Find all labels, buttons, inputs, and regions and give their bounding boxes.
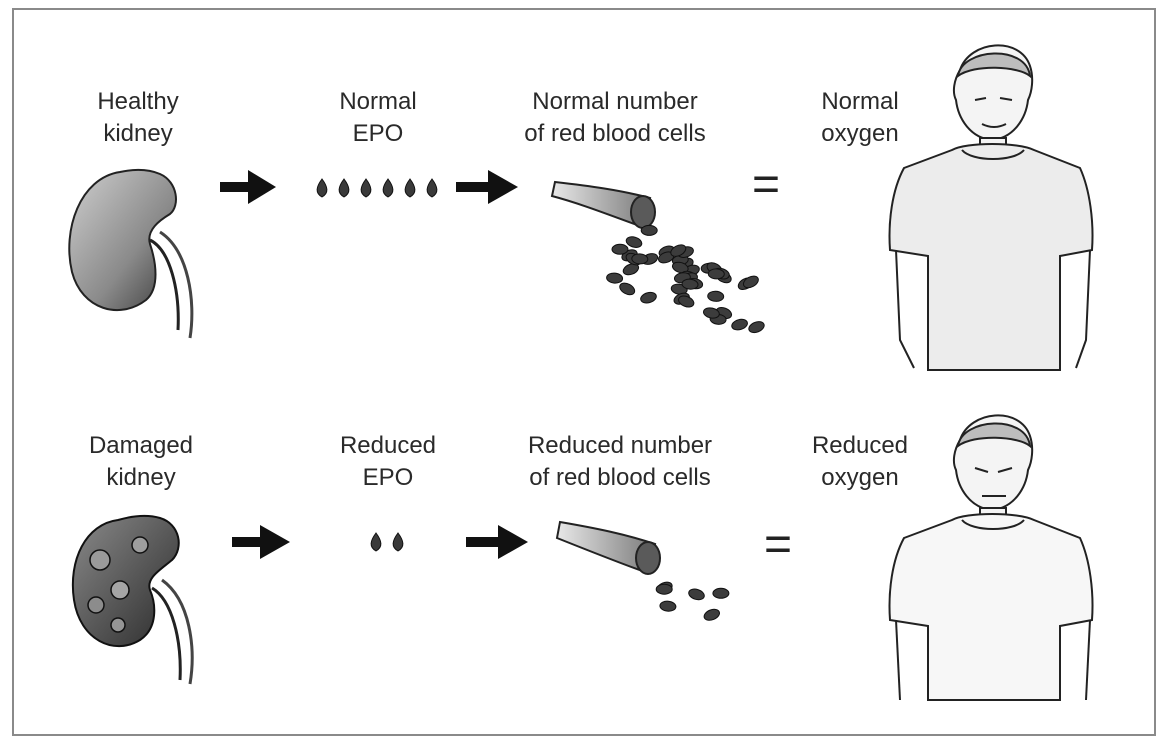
red-blood-cell bbox=[640, 224, 658, 236]
person-normal-oxygen-icon bbox=[888, 44, 1094, 371]
red-blood-cell bbox=[712, 587, 730, 599]
epo-drop bbox=[338, 178, 350, 198]
person-reduced-oxygen-icon bbox=[888, 414, 1094, 701]
red-blood-cells-normal bbox=[606, 224, 765, 334]
red-blood-cell bbox=[622, 263, 640, 276]
red-blood-cell bbox=[742, 275, 759, 289]
damaged-kidney-icon bbox=[71, 514, 194, 685]
red-blood-cell bbox=[688, 588, 705, 601]
red-blood-cell bbox=[640, 291, 657, 304]
epo-drops-normal bbox=[316, 178, 438, 198]
red-blood-cell bbox=[611, 243, 629, 255]
epo-drop bbox=[426, 178, 438, 198]
red-blood-cell bbox=[748, 321, 765, 334]
red-blood-cell bbox=[671, 261, 689, 274]
red-blood-cell bbox=[703, 307, 720, 319]
epo-drop bbox=[370, 532, 382, 552]
red-blood-cell bbox=[707, 290, 725, 302]
arrow-epo-to-cells-2 bbox=[466, 525, 528, 559]
blood-vessel-reduced-icon bbox=[555, 520, 661, 575]
red-blood-cell bbox=[655, 583, 673, 595]
healthy-kidney-icon bbox=[68, 168, 194, 339]
red-blood-cell bbox=[606, 272, 624, 284]
red-blood-cell bbox=[619, 282, 636, 296]
blood-vessel-normal-icon bbox=[550, 180, 656, 229]
red-blood-cells-reduced bbox=[655, 581, 730, 621]
epo-drop bbox=[316, 178, 328, 198]
red-blood-cell bbox=[670, 244, 687, 257]
red-blood-cell bbox=[681, 278, 699, 290]
epo-drops-reduced bbox=[370, 532, 404, 552]
red-blood-cell bbox=[678, 295, 695, 308]
red-blood-cell bbox=[707, 268, 725, 280]
arrow-kidney-to-epo-1 bbox=[220, 170, 276, 204]
arrow-epo-to-cells-1 bbox=[456, 170, 518, 204]
red-blood-cell bbox=[731, 318, 748, 331]
epo-drop bbox=[382, 178, 394, 198]
epo-drop bbox=[392, 532, 404, 552]
red-blood-cell bbox=[659, 600, 677, 612]
equals-sign-row-1: = bbox=[752, 158, 780, 211]
epo-drop bbox=[404, 178, 416, 198]
red-blood-cell bbox=[625, 236, 643, 248]
red-blood-cell bbox=[703, 608, 720, 621]
arrow-kidney-to-epo-2 bbox=[232, 525, 290, 559]
equals-sign-row-2: = bbox=[764, 518, 792, 571]
red-blood-cell bbox=[631, 253, 649, 265]
epo-drop bbox=[360, 178, 372, 198]
